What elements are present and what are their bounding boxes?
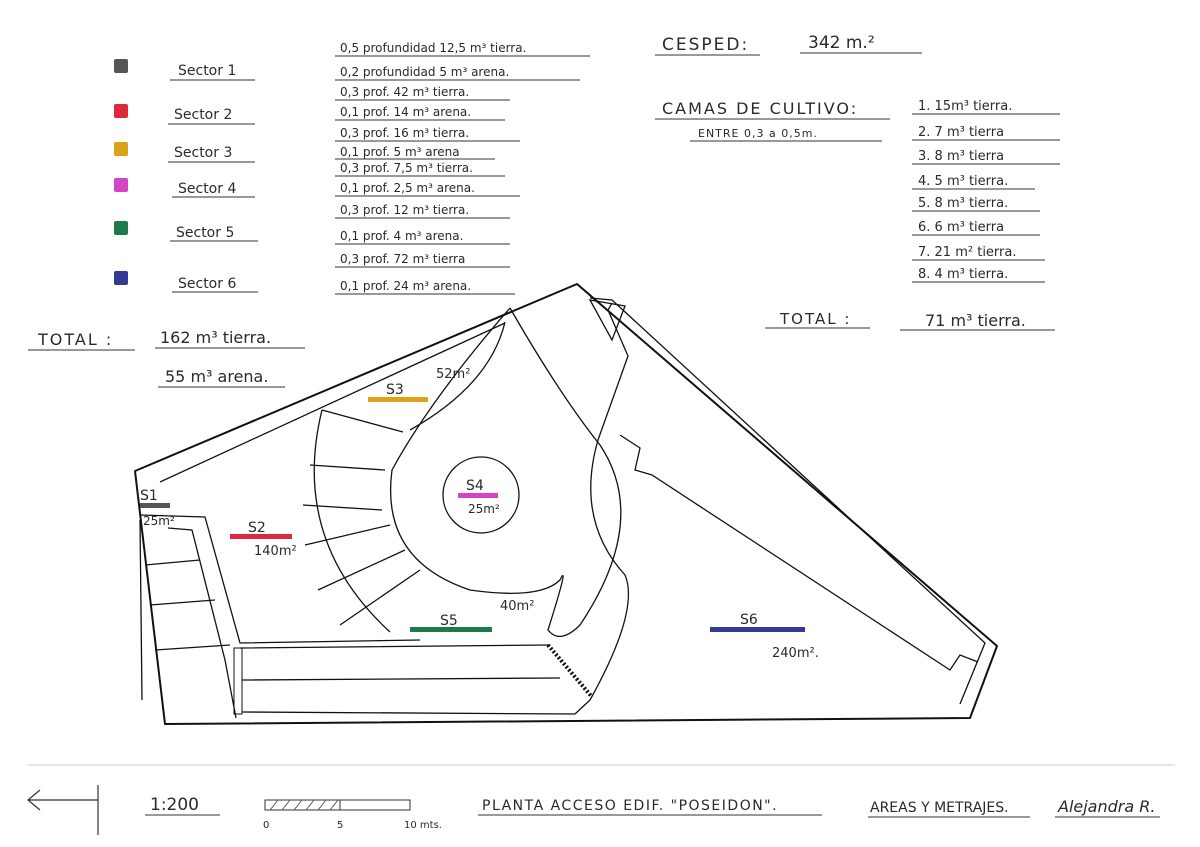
plan-planter-arc: [409, 321, 506, 431]
label-s1: S1: [140, 488, 158, 504]
label-s3-area: 52m²: [436, 367, 470, 382]
volume-line: 0,1 prof. 24 m³ arena.: [340, 279, 471, 293]
cesped-label: CESPED:: [662, 35, 749, 55]
scale-label: 1:200: [150, 795, 199, 815]
label-s6: S6: [740, 612, 758, 628]
plan-round-planter: [442, 456, 520, 534]
left-total: TOTAL : 162 m³ tierra. 55 m³ arena.: [28, 328, 305, 388]
cesped-block: CESPED: 342 m.²: [655, 33, 922, 56]
sector-marker-s6: [710, 627, 805, 632]
plan-left-corridor: [139, 514, 421, 719]
plan-labels: S1 25m² S2 140m² S3 52m² S4 25m² S5 40m²…: [140, 367, 819, 661]
cama-item: 3. 8 m³ tierra: [918, 149, 1004, 164]
plan-stair-left: [233, 647, 243, 715]
sector-markers: [140, 397, 805, 632]
plan-inner-wall: [159, 297, 986, 705]
total-sand: 55 m³ arena.: [165, 367, 268, 386]
volume-line: 0,5 profundidad 12,5 m³ tierra.: [340, 41, 526, 55]
legend-swatch: [114, 142, 128, 156]
cama-item: 5. 8 m³ tierra.: [918, 196, 1008, 211]
legend-label: Sector 4: [178, 181, 236, 197]
cama-item: 4. 5 m³ tierra.: [918, 174, 1008, 189]
volume-line: 0,3 prof. 7,5 m³ tierra.: [340, 161, 473, 175]
legend-swatch: [114, 271, 128, 285]
legend-item-sector-4: Sector 4: [114, 178, 255, 198]
legend-item-sector-5: Sector 5: [114, 221, 258, 242]
label-s4: S4: [466, 478, 484, 494]
camas-block: CAMAS DE CULTIVO: ENTRE 0,3 a 0,5m. 1. 1…: [655, 99, 1060, 331]
legend-swatch: [114, 178, 128, 192]
camas-title: CAMAS DE CULTIVO:: [662, 99, 858, 118]
plan-central-plaza: [390, 307, 622, 637]
label-s4-area: 25m²: [468, 502, 500, 516]
cama-item: 2. 7 m³ tierra: [918, 125, 1004, 140]
sector-marker-s1: [140, 503, 170, 508]
plan-ramp: [239, 644, 576, 715]
label-s6-area: 240m².: [772, 646, 819, 661]
camas-total-label: TOTAL :: [779, 310, 851, 328]
legend-item-sector-6: Sector 6: [114, 271, 258, 293]
legend-label: Sector 2: [174, 107, 232, 123]
label-s2: S2: [248, 520, 266, 536]
legend-swatch: [114, 104, 128, 118]
title-block: 1:200 0 5 10 mts. PLANTA ACCESO EDIF. "P…: [27, 764, 1175, 835]
label-s5: S5: [440, 613, 458, 629]
cama-item: 1. 15m³ tierra.: [918, 99, 1012, 114]
legend-label: Sector 5: [176, 225, 234, 241]
volume-line: 0,3 prof. 16 m³ tierra.: [340, 126, 469, 140]
camas-items: 1. 15m³ tierra. 2. 7 m³ tierra 3. 8 m³ t…: [912, 99, 1060, 283]
legend-item-sector-1: Sector 1: [114, 59, 255, 81]
volume-line: 0,3 prof. 42 m³ tierra.: [340, 85, 469, 99]
legend-item-sector-2: Sector 2: [114, 104, 255, 125]
volume-line: 0,1 prof. 14 m³ arena.: [340, 105, 471, 119]
sheet-title: PLANTA ACCESO EDIF. "POSEIDON".: [482, 798, 778, 814]
volume-line: 0,3 prof. 12 m³ tierra.: [340, 203, 469, 217]
sector-marker-s3: [368, 397, 428, 402]
sector-legend: Sector 1 Sector 2 Sector 3 Sector 4 Sect…: [114, 59, 258, 293]
label-s5-area: 40m²: [500, 599, 534, 614]
plan-stair-right: [546, 643, 594, 699]
legend-swatch: [114, 59, 128, 73]
total-soil: 162 m³ tierra.: [160, 328, 271, 347]
sector-marker-s4: [458, 493, 498, 498]
scale-tick: 0: [263, 820, 269, 831]
sheet-subtitle: AREAS Y METRAJES.: [870, 800, 1009, 816]
floor-plan: [134, 283, 998, 725]
total-label: TOTAL :: [37, 330, 113, 349]
volume-line: 0,1 prof. 5 m³ arena: [340, 145, 460, 159]
legend-label: Sector 1: [178, 63, 236, 79]
volumes-list: 0,5 profundidad 12,5 m³ tierra. 0,2 prof…: [335, 41, 590, 295]
plan-fan-seating: [302, 409, 421, 633]
cama-item: 6. 6 m³ tierra: [918, 220, 1004, 235]
scale-tick: 5: [337, 820, 343, 831]
cama-item: 8. 4 m³ tierra.: [918, 267, 1008, 282]
north-arrow-icon: [27, 785, 99, 835]
sector-marker-s2: [230, 534, 292, 539]
scale-tick: 10 mts.: [404, 820, 442, 831]
volume-line: 0,1 prof. 2,5 m³ arena.: [340, 181, 475, 195]
camas-total-value: 71 m³ tierra.: [925, 311, 1026, 330]
cama-item: 7. 21 m² tierra.: [918, 245, 1016, 260]
sector-marker-s5: [410, 627, 492, 632]
volume-line: 0,2 profundidad 5 m³ arena.: [340, 65, 509, 79]
legend-swatch: [114, 221, 128, 235]
scale-bar: 0 5 10 mts.: [263, 799, 442, 831]
label-s1-area: 25m²: [143, 514, 175, 528]
label-s2-area: 140m²: [254, 544, 297, 559]
camas-subtitle: ENTRE 0,3 a 0,5m.: [698, 127, 818, 140]
plan-s6-boundary: [574, 302, 979, 715]
label-s3: S3: [386, 382, 404, 398]
volume-line: 0,1 prof. 4 m³ arena.: [340, 229, 463, 243]
legend-label: Sector 3: [174, 145, 232, 161]
legend-label: Sector 6: [178, 276, 236, 292]
signature: Alejandra R.: [1057, 797, 1155, 816]
legend-item-sector-3: Sector 3: [114, 142, 255, 163]
cesped-value: 342 m.²: [808, 33, 875, 53]
volume-line: 0,3 prof. 72 m³ tierra: [340, 252, 465, 266]
plan-door: [588, 299, 626, 342]
